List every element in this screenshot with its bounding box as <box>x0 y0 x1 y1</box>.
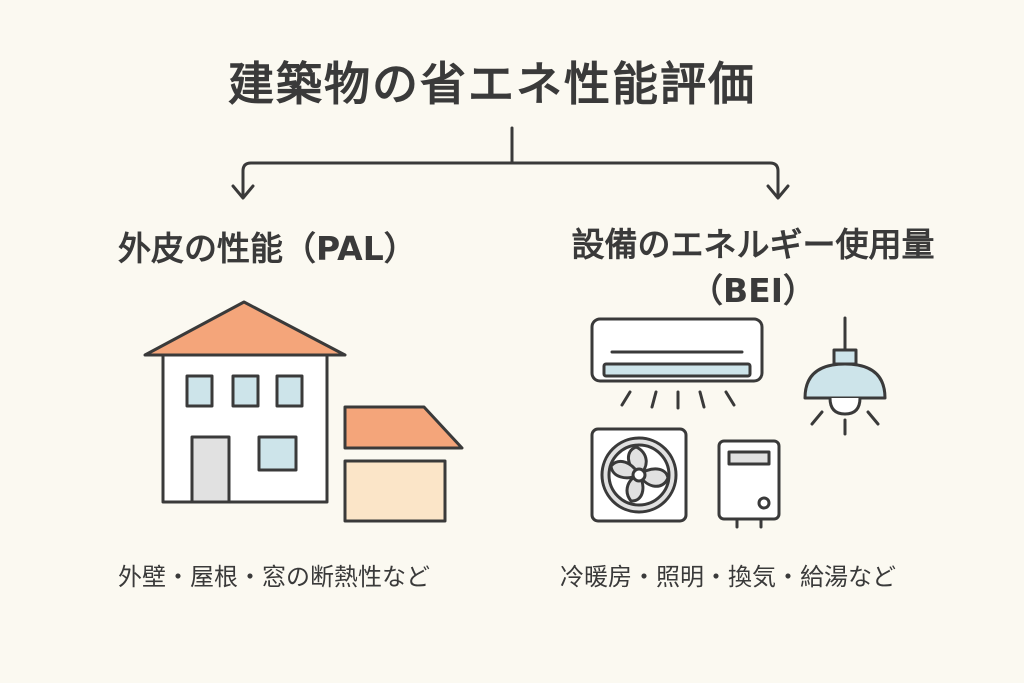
envelope-performance-label: 外皮の性能（PAL） <box>118 229 417 268</box>
equipment-energy-label-line1: 設備のエネルギー使用量 <box>571 225 935 264</box>
equipment-energy-label-line2: （BEI） <box>690 271 816 310</box>
diagram-title: 建築物の省エネ性能評価 <box>228 57 756 111</box>
equipment-energy-label: 設備のエネルギー使用量 （BEI） <box>548 222 958 314</box>
envelope-examples-caption: 外壁・屋根・窓の断熱性など <box>118 563 430 591</box>
equipment-examples-caption: 冷暖房・照明・換気・給湯など <box>560 563 896 591</box>
